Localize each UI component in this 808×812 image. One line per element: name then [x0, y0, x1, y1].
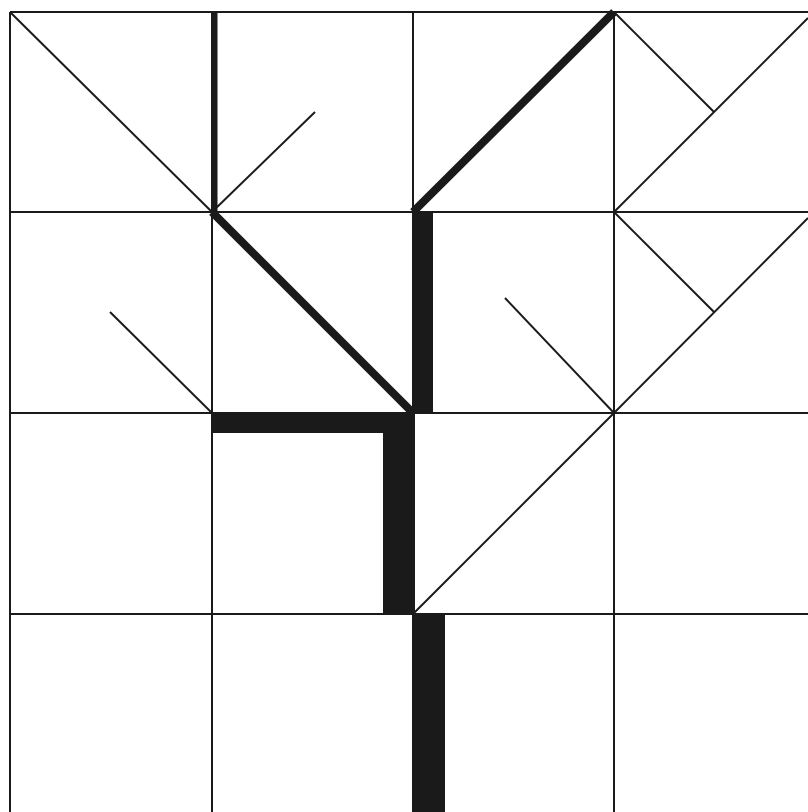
trunk-crossbar — [212, 413, 415, 433]
trunk-middle-segment — [383, 413, 415, 614]
trunk-bottom-segment — [413, 614, 445, 812]
trunk-upper-segment — [413, 212, 433, 413]
